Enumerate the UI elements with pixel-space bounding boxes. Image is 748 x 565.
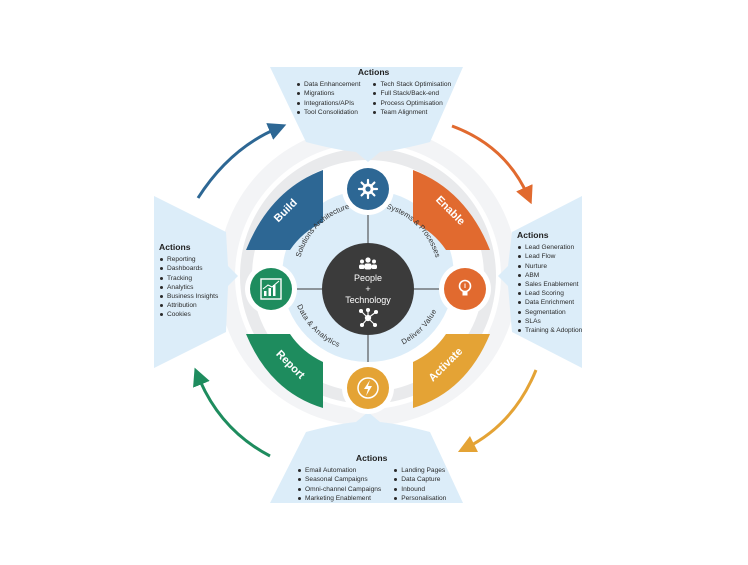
activate-arrow	[457, 369, 538, 453]
left-actions: Actions Reporting Dashboards Tracking An…	[159, 242, 218, 320]
list-item: Data Capture	[393, 475, 446, 484]
top-actions-col2: Tech Stack Optimisation Full Stack/Back-…	[372, 80, 451, 117]
right-actions-list: Lead Generation Lead Flow Nurture ABM Sa…	[517, 243, 582, 335]
list-item: Landing Pages	[393, 466, 446, 475]
top-actions-title: Actions	[357, 67, 390, 77]
list-item: Tracking	[159, 274, 218, 283]
list-item: Sales Enablement	[517, 280, 582, 289]
bottom-actions-col2: Landing Pages Data Capture Inbound Perso…	[393, 466, 446, 503]
bar-chart-node[interactable]	[245, 263, 297, 315]
list-item: Seasonal Campaigns	[297, 475, 381, 484]
lightning-icon	[364, 380, 372, 396]
list-item: Data Enhancement	[296, 80, 360, 89]
lightning-node[interactable]	[342, 362, 394, 414]
center-hub	[322, 243, 414, 335]
list-item: Segmentation	[517, 308, 582, 317]
center-line-1: People	[354, 273, 382, 283]
top-actions: Actions Data Enhancement Migrations Inte…	[296, 67, 451, 117]
bottom-actions: Actions Email Automation Seasonal Campai…	[297, 453, 446, 503]
list-item: Tech Stack Optimisation	[372, 80, 451, 89]
right-actions-panel	[498, 196, 582, 368]
list-item: Attribution	[159, 301, 218, 310]
list-item: Email Automation	[297, 466, 381, 475]
report-segment[interactable]	[246, 334, 323, 408]
list-item: Integrations/APIs	[296, 99, 360, 108]
top-actions-col1: Data Enhancement Migrations Integrations…	[296, 80, 360, 117]
list-item: Migrations	[296, 89, 360, 98]
enable-segment[interactable]	[413, 170, 490, 250]
people-icon	[359, 257, 377, 270]
right-actions: Actions Lead Generation Lead Flow Nurtur…	[517, 230, 582, 335]
bottom-actions-title: Actions	[355, 453, 388, 463]
build-arrow	[196, 123, 287, 199]
list-item: Inbound	[393, 485, 446, 494]
enable-arrow	[451, 124, 533, 205]
list-item: Lead Flow	[517, 252, 582, 261]
list-item: Team Alignment	[372, 108, 451, 117]
list-item: Lead Scoring	[517, 289, 582, 298]
bottom-actions-col1: Email Automation Seasonal Campaigns Omni…	[297, 466, 381, 503]
center-line-3: Technology	[345, 295, 391, 305]
list-item: Business Insights	[159, 292, 218, 301]
list-item: Full Stack/Back-end	[372, 89, 451, 98]
activate-segment[interactable]	[413, 334, 490, 408]
center-line-2: +	[365, 284, 370, 294]
left-actions-title: Actions	[159, 242, 191, 252]
list-item: SLAs	[517, 317, 582, 326]
list-item: Marketing Enablement	[297, 494, 381, 503]
gear-node[interactable]	[342, 163, 394, 215]
list-item: Analytics	[159, 283, 218, 292]
build-segment[interactable]	[246, 170, 323, 250]
left-actions-panel	[154, 196, 238, 368]
bottom-actions-panel	[270, 412, 463, 503]
list-item: ABM	[517, 271, 582, 280]
list-item: Nurture	[517, 262, 582, 271]
list-item: Tool Consolidation	[296, 108, 360, 117]
right-actions-title: Actions	[517, 230, 549, 240]
list-item: Process Optimisation	[372, 99, 451, 108]
lightbulb-icon	[458, 279, 472, 296]
list-item: Cookies	[159, 310, 218, 319]
report-arrow	[193, 367, 271, 458]
network-icon	[358, 307, 379, 328]
list-item: Data Enrichment	[517, 298, 582, 307]
lightbulb-node[interactable]	[439, 263, 491, 315]
list-item: Training & Adoption	[517, 326, 582, 335]
list-item: Lead Generation	[517, 243, 582, 252]
list-item: Omni-channel Campaigns	[297, 485, 381, 494]
left-actions-list: Reporting Dashboards Tracking Analytics …	[159, 255, 218, 319]
top-actions-panel	[270, 67, 463, 162]
list-item: Personalisation	[393, 494, 446, 503]
list-item: Dashboards	[159, 264, 218, 273]
bar-chart-icon	[260, 278, 282, 300]
list-item: Reporting	[159, 255, 218, 264]
